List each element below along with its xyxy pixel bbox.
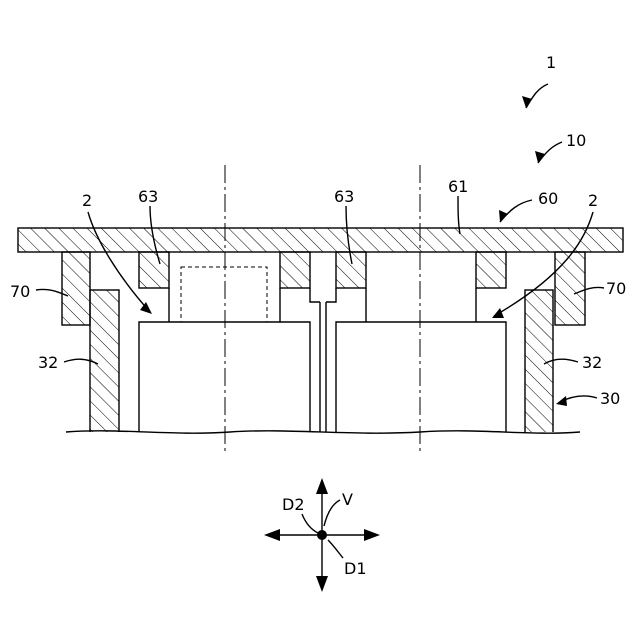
bracket-left <box>62 252 90 325</box>
label-d2: D2 <box>282 495 305 514</box>
arrowhead-2-right <box>492 308 504 318</box>
top-plate <box>18 228 623 252</box>
arrow-right <box>364 529 380 541</box>
arrow-up <box>316 478 328 494</box>
arrow-down <box>316 576 328 592</box>
arrowhead-2-left <box>140 302 152 314</box>
leader-1 <box>526 84 548 108</box>
label-70-left: 70 <box>10 282 30 301</box>
label-d1: D1 <box>344 559 367 578</box>
label-2-left: 2 <box>82 191 92 210</box>
break-line <box>66 431 580 433</box>
label-32-right: 32 <box>582 353 602 372</box>
bracket-right <box>555 252 585 325</box>
wall-left <box>90 290 119 450</box>
label-32-left: 32 <box>38 353 58 372</box>
pad-1 <box>139 252 169 288</box>
label-2-right: 2 <box>588 191 598 210</box>
label-10: 10 <box>566 131 586 150</box>
leader-v <box>324 500 340 526</box>
label-30: 30 <box>600 389 620 408</box>
label-70-right: 70 <box>606 279 626 298</box>
wall-right <box>525 290 553 450</box>
arrowhead-1 <box>522 96 532 108</box>
component-left <box>139 288 320 432</box>
label-60: 60 <box>538 189 558 208</box>
arrowhead-30 <box>556 396 567 406</box>
leader-10 <box>538 142 562 163</box>
arrow-left <box>264 529 280 541</box>
label-63-left: 63 <box>138 187 158 206</box>
pad-4 <box>476 252 506 288</box>
pad-2 <box>280 252 310 288</box>
leader-d1 <box>328 540 343 558</box>
hidden-element <box>181 267 267 322</box>
component-right <box>326 288 506 432</box>
leader-d2 <box>302 514 318 533</box>
arrowhead-60 <box>499 210 508 222</box>
label-61: 61 <box>448 177 468 196</box>
label-1: 1 <box>546 53 556 72</box>
label-v: V <box>342 490 353 509</box>
label-63-right: 63 <box>334 187 354 206</box>
axis-origin-dot <box>317 530 327 540</box>
leader-60 <box>500 200 532 222</box>
